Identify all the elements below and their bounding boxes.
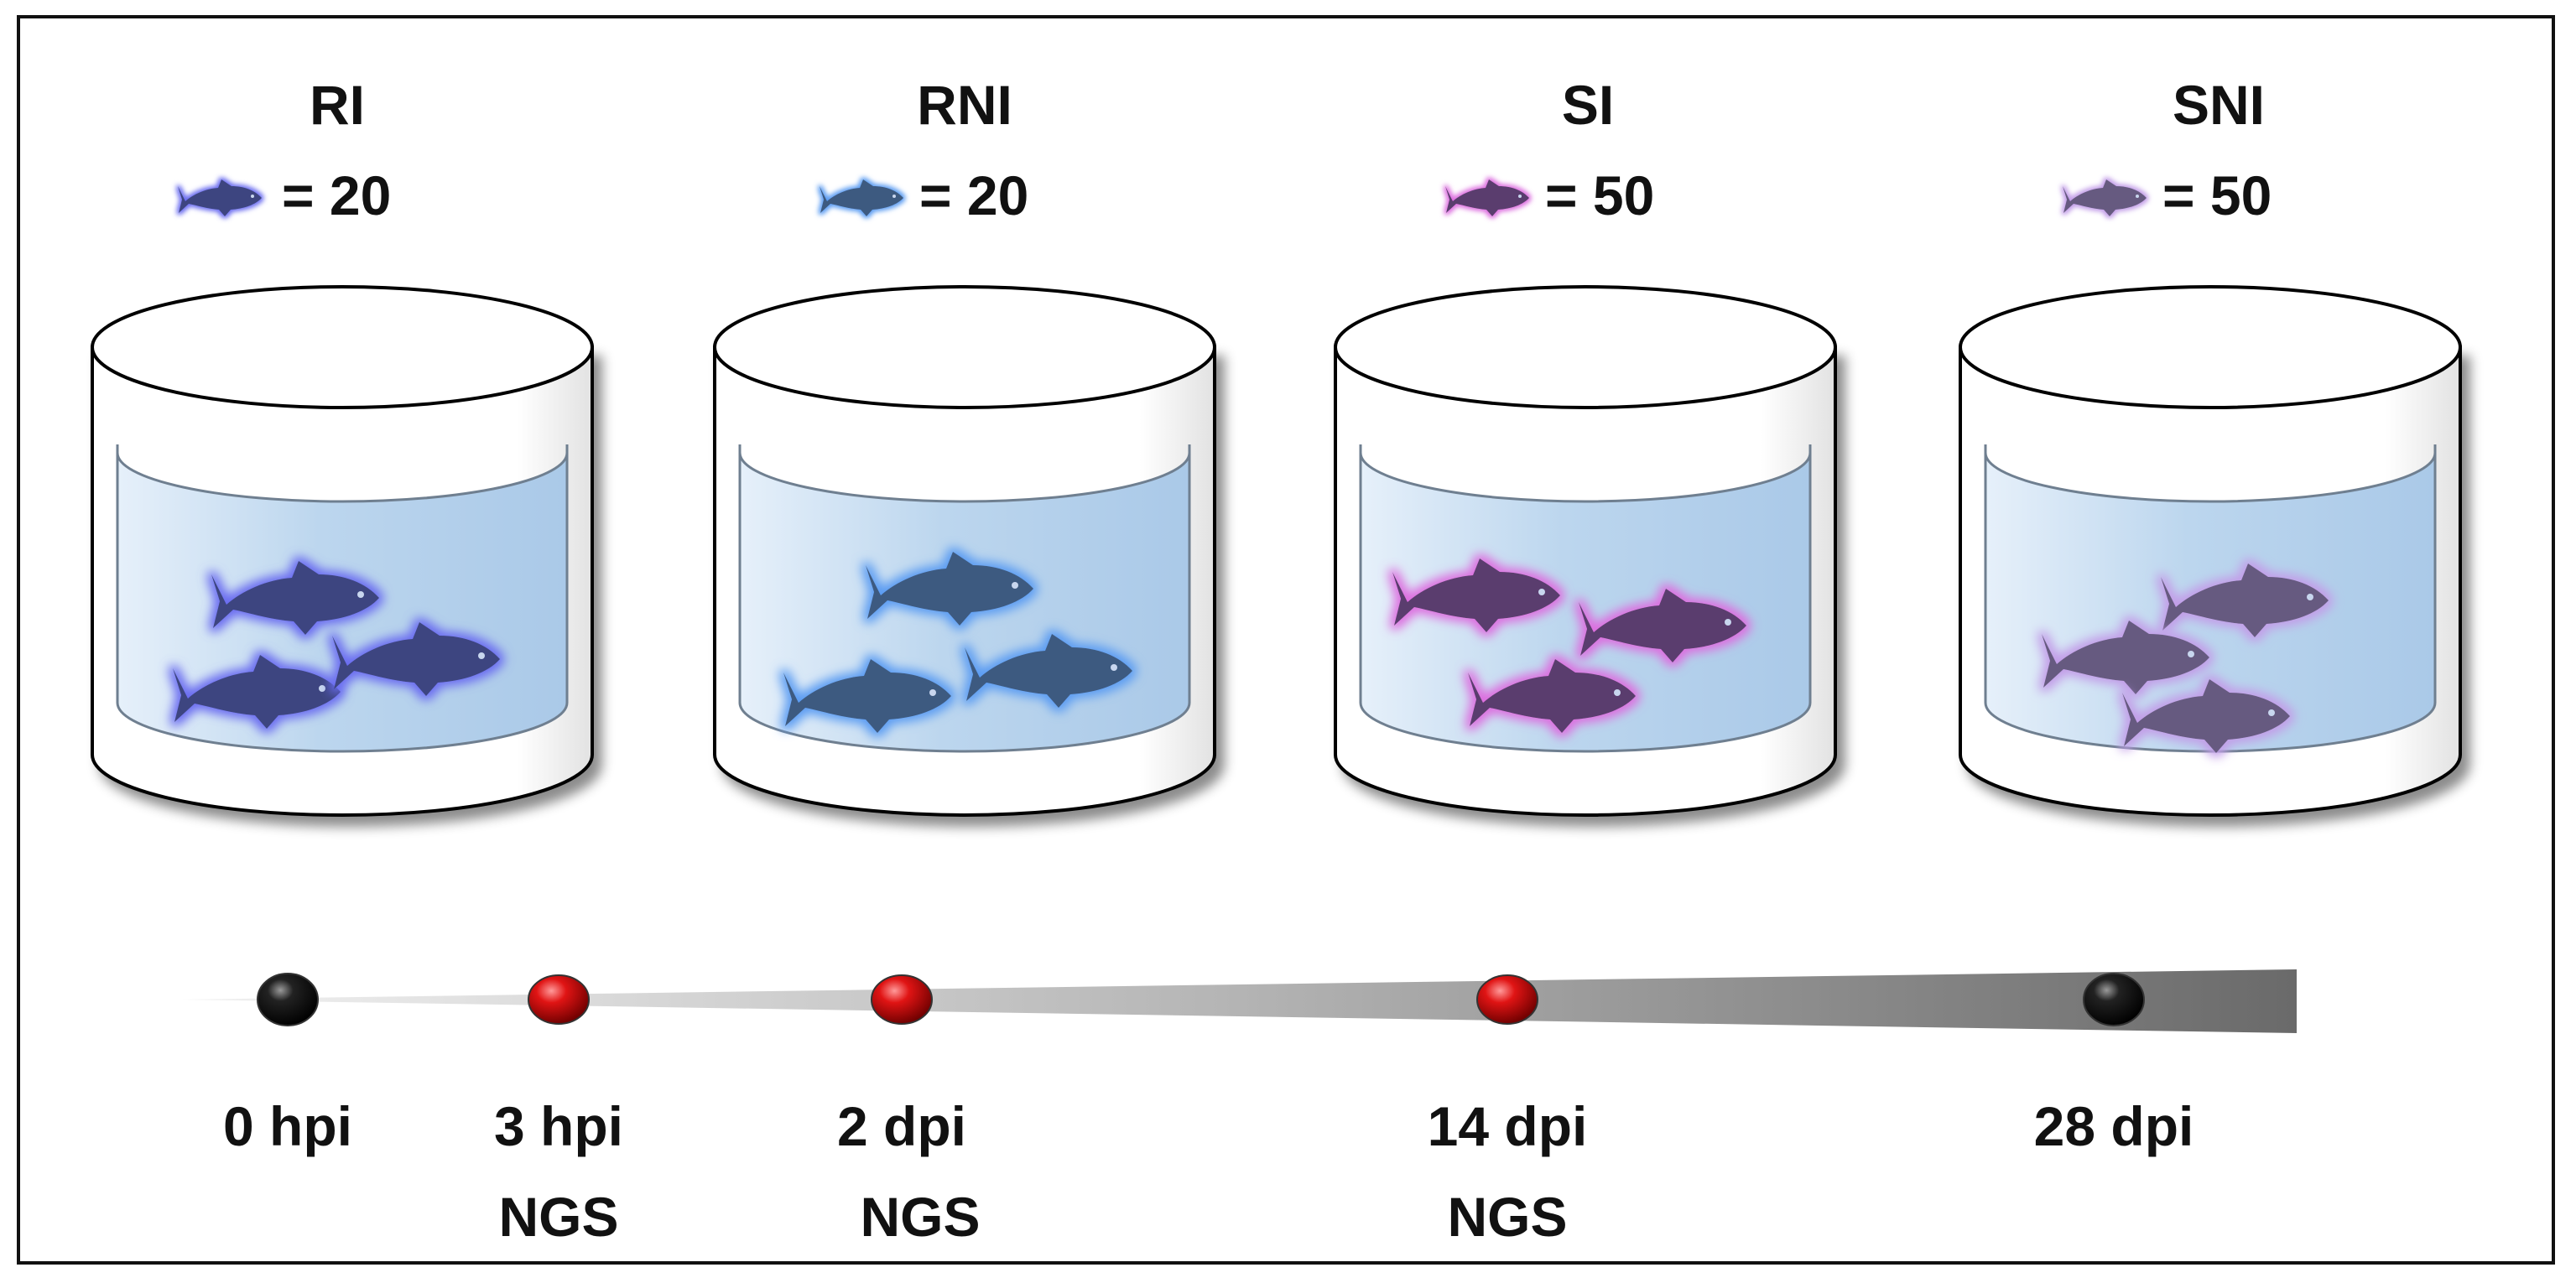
- sampling-marker: [1476, 974, 1538, 1025]
- tank-rni: [713, 285, 1216, 817]
- tank-ri: [91, 285, 594, 817]
- timepoint-label: 2 dpi: [837, 1095, 966, 1157]
- fish-icon: [211, 561, 379, 635]
- fish-icon: [820, 179, 903, 216]
- group-count-rni: = 20: [919, 164, 1028, 226]
- timepoint-label: 3 hpi: [494, 1095, 623, 1157]
- fish-icon: [1392, 558, 1560, 632]
- fish-icon: [2042, 621, 2209, 694]
- group-count-sni: = 50: [2162, 164, 2272, 226]
- timepoint-label: 28 dpi: [2034, 1095, 2194, 1157]
- ngs-label: NGS: [1447, 1186, 1567, 1248]
- fish-icon: [866, 552, 1033, 626]
- fish-icon: [965, 634, 1132, 708]
- group-title-si: SI: [1562, 74, 1614, 136]
- group-count-si: = 50: [1545, 164, 1654, 226]
- group-title-sni: SNI: [2173, 74, 2265, 136]
- timepoint-marker: [257, 973, 319, 1026]
- sampling-marker: [528, 974, 590, 1025]
- figure-frame: [17, 15, 2555, 1265]
- group-title-ri: RI: [310, 74, 365, 136]
- fish-icon: [2161, 564, 2329, 637]
- tank-sni: [1959, 285, 2462, 817]
- fish-icon: [173, 655, 341, 729]
- group-count-ri: = 20: [282, 164, 391, 226]
- group-title-rni: RNI: [917, 74, 1012, 136]
- sampling-marker: [871, 974, 933, 1025]
- fish-icon: [178, 179, 262, 216]
- fish-icon: [783, 659, 951, 733]
- fish-icon: [2122, 679, 2290, 753]
- fish-icon: [1579, 589, 1746, 662]
- timepoint-label: 0 hpi: [223, 1095, 352, 1157]
- tank-si: [1334, 285, 1837, 817]
- timepoint-label: 14 dpi: [1428, 1095, 1588, 1157]
- timepoint-marker: [2083, 973, 2145, 1026]
- ngs-label: NGS: [498, 1186, 618, 1248]
- fish-icon: [1468, 659, 1636, 733]
- fish-icon: [2063, 179, 2147, 216]
- ngs-label: NGS: [860, 1186, 980, 1248]
- fish-icon: [332, 622, 500, 696]
- fish-icon: [1445, 179, 1529, 216]
- timeline-bar: [181, 969, 2297, 1033]
